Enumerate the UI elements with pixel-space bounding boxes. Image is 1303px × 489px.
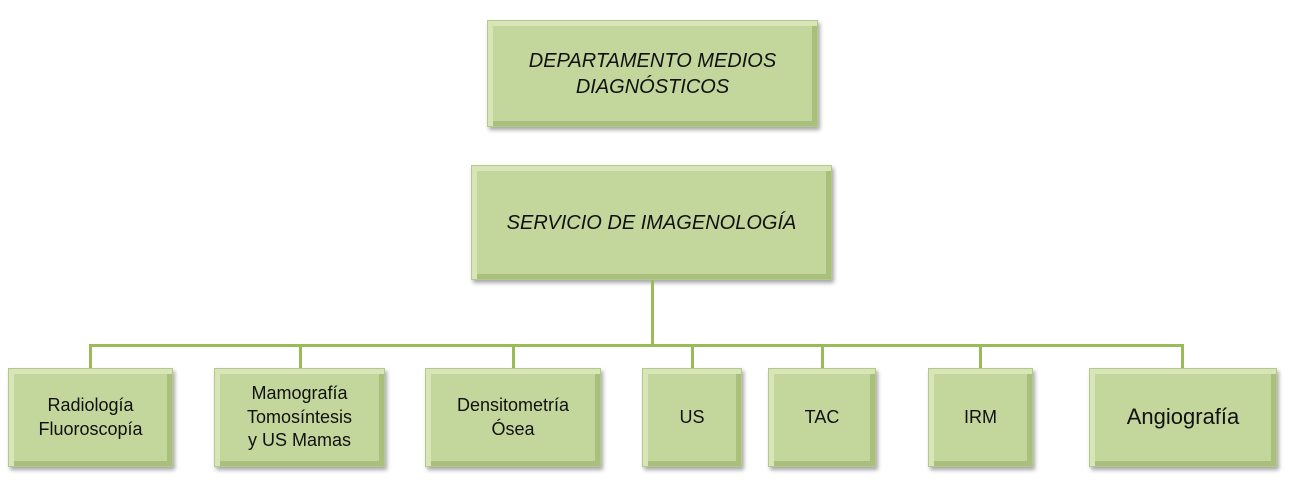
department-label: DEPARTAMENTO MEDIOS DIAGNÓSTICOS <box>528 49 777 98</box>
unit-densitometria: Densitometría Ósea <box>425 368 601 467</box>
connector-drop <box>299 344 302 368</box>
connector-drop <box>1181 344 1184 368</box>
unit-radiologia: Radiología Fluoroscopía <box>8 368 173 467</box>
unit-irm: IRM <box>928 368 1033 467</box>
connector-drop <box>512 344 515 368</box>
unit-label: Mamografía Tomosíntesis y US Mamas <box>246 383 353 451</box>
unit-label: Densitometría Ósea <box>456 395 570 439</box>
service-label: SERVICIO DE IMAGENOLOGÍA <box>506 211 797 234</box>
unit-angiografia: Angiografía <box>1089 368 1277 467</box>
unit-mamografia: Mamografía Tomosíntesis y US Mamas <box>214 368 385 467</box>
connector-drop <box>89 344 92 368</box>
unit-us: US <box>642 368 742 467</box>
unit-label: US <box>679 406 705 427</box>
connector-drop <box>979 344 982 368</box>
unit-label: IRM <box>964 406 997 427</box>
unit-label: Radiología Fluoroscopía <box>38 395 143 439</box>
unit-label: TAC <box>804 406 840 427</box>
connector-horizontal <box>89 344 1184 347</box>
department-box: DEPARTAMENTO MEDIOS DIAGNÓSTICOS <box>487 20 818 127</box>
service-box: SERVICIO DE IMAGENOLOGÍA <box>471 165 832 280</box>
unit-tac: TAC <box>768 368 876 467</box>
connector-drop <box>691 344 694 368</box>
unit-label: Angiografía <box>1126 404 1240 430</box>
connector-service-down <box>651 280 654 346</box>
connector-drop <box>821 344 824 368</box>
